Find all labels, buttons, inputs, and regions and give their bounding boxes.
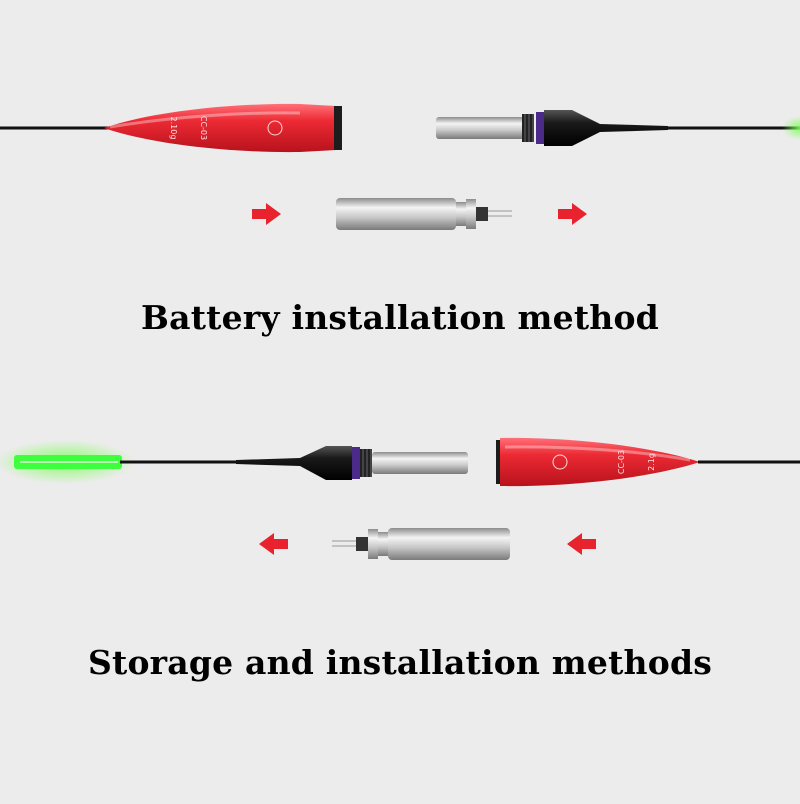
- bottom-red-float-body: [500, 437, 700, 487]
- top-float-model: CC-03: [199, 116, 208, 140]
- bottom-float-assembly: CC-03 2.1g: [0, 437, 800, 487]
- top-float-assembly: 2.10g CC-03: [0, 103, 800, 153]
- top-led-glow: [782, 116, 800, 140]
- bottom-float-model: CC-03: [617, 450, 626, 474]
- arrow-right-left: [252, 203, 281, 225]
- bottom-black-cap: [236, 446, 352, 480]
- arrow-left-left: [259, 533, 288, 555]
- bottom-battery-sleeve: [372, 452, 468, 474]
- bottom-float-logo: [552, 454, 568, 470]
- top-float-markings: 2.10g: [169, 117, 178, 140]
- battery-installation-heading: Battery installation method: [141, 298, 659, 337]
- bottom-float-weight: 2.1g: [647, 453, 656, 471]
- top-thread: [522, 114, 534, 142]
- storage-installation-heading: Storage and installation methods: [87, 643, 713, 682]
- top-float-weight: 2.10g: [169, 117, 178, 140]
- top-battery: [336, 198, 512, 230]
- arrow-right-right: [558, 203, 587, 225]
- arrow-left-right: [567, 533, 596, 555]
- top-black-cap: [544, 110, 668, 146]
- top-float-logo: [267, 120, 283, 136]
- top-red-float-body: [104, 103, 340, 153]
- top-float-end-ring: [334, 106, 342, 150]
- bottom-thread: [360, 449, 372, 477]
- top-battery-sleeve: [436, 117, 524, 139]
- bottom-purple-ring: [352, 447, 360, 479]
- bottom-battery: [332, 528, 510, 560]
- top-purple-ring: [536, 112, 544, 144]
